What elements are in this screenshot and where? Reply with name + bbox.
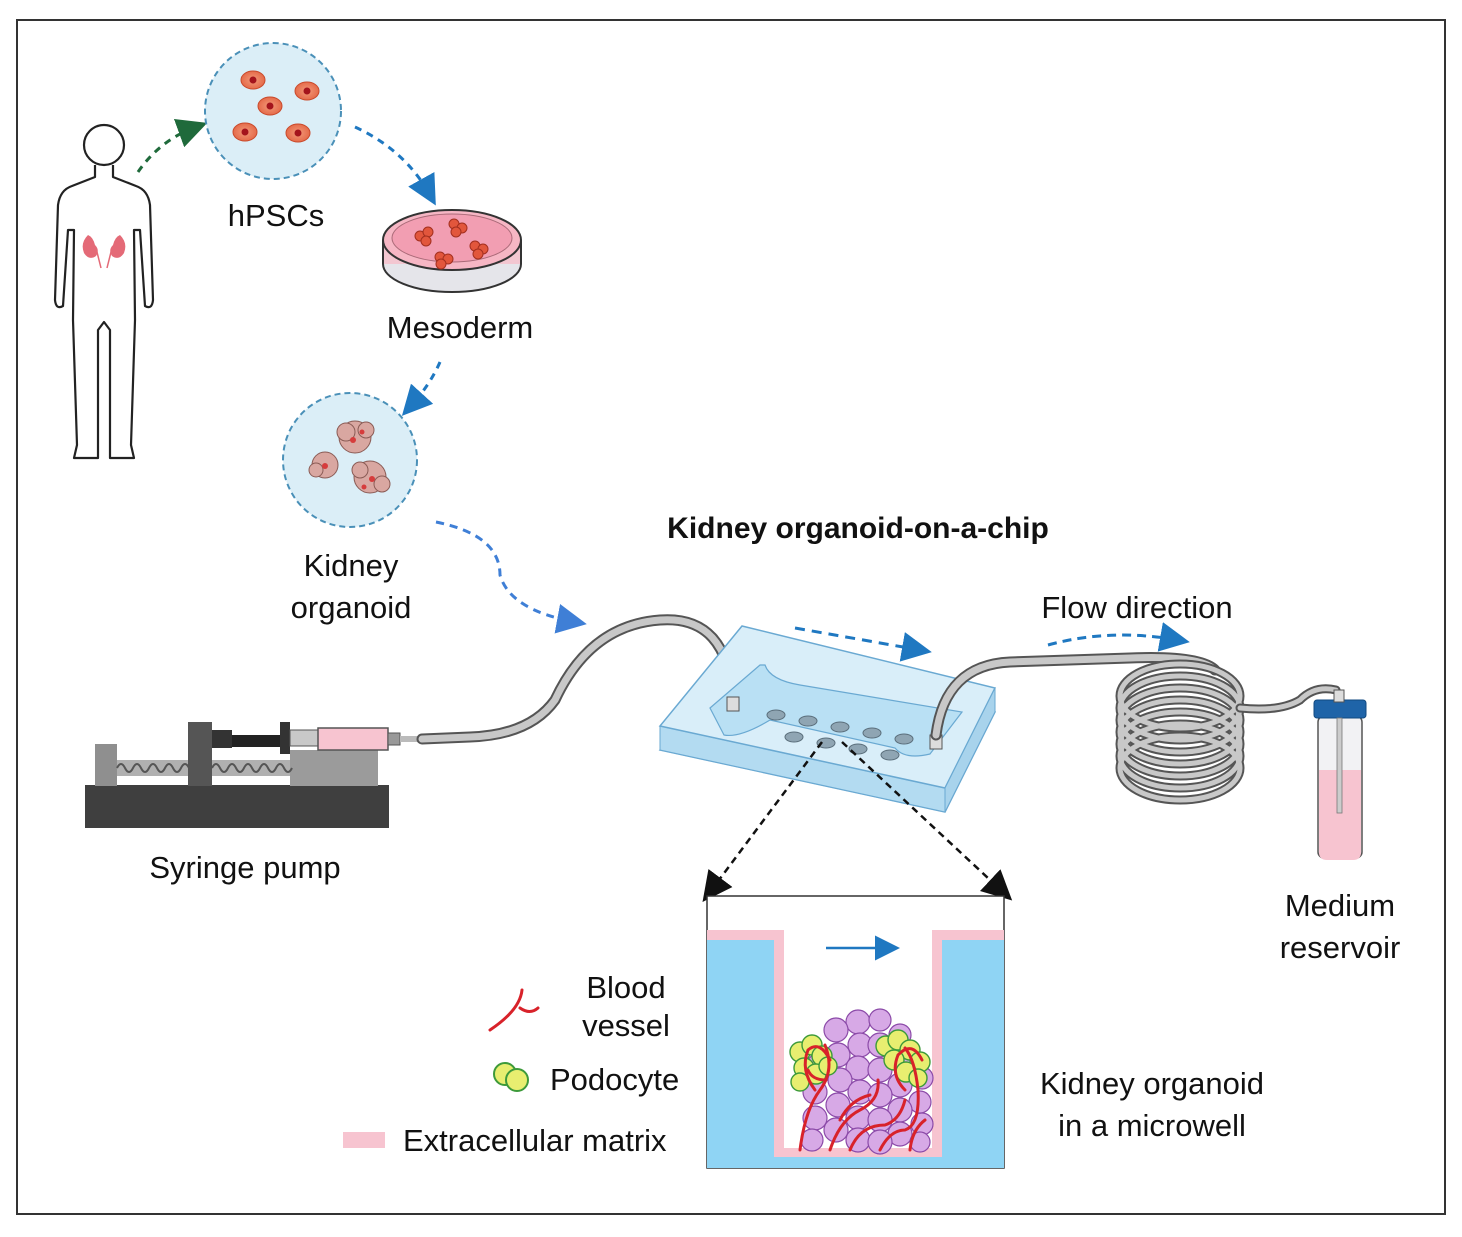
arrow-body-to-hpscs [136,119,208,173]
label-hpscs: hPSCs [228,198,324,233]
human-body-kidney-icon [53,123,155,460]
legend-podocyte-icon [493,1062,529,1092]
syringe-pump-icon [85,722,422,828]
legend-blood-vessel-line2: vessel [582,1008,670,1043]
label-microwell-line1: Kidney organoid [1040,1066,1264,1101]
zoom-arrow-left [702,741,824,903]
flow-arrow-chip [794,626,932,662]
tubing-reservoir [1237,686,1339,712]
label-chip-title: Kidney organoid-on-a-chip [667,512,1049,545]
label-medium-reservoir-line2: reservoir [1280,930,1401,965]
petri-dish-icon [382,209,522,293]
organoid-cell [868,1008,892,1032]
zoom-arrow-right [841,741,1013,901]
organoid-in-microwell [789,1008,934,1155]
legend-podocyte: Podocyte [550,1062,679,1097]
medium-reservoir-icon [1313,689,1367,860]
flow-direction-arrow [1047,622,1190,652]
microwell-cross-section [706,895,1005,1169]
organoid-cell [845,1009,871,1035]
arrow-hpscs-to-mesoderm [354,125,436,206]
hpscs-icon [204,42,342,180]
label-microwell-line2: in a microwell [1058,1108,1246,1143]
figure-frame [16,19,1446,1215]
organoid-cell [827,1067,853,1093]
label-flow-direction: Flow direction [1041,590,1232,625]
label-kidney-organoid-line2: organoid [291,590,412,625]
legend-blood-vessel-line1: Blood [586,970,665,1005]
label-medium-reservoir-line1: Medium [1285,888,1395,923]
kidney-organoid-icon [282,392,418,528]
tubing-inlet [418,616,737,743]
label-mesoderm: Mesoderm [387,310,533,345]
legend-ecm-icon [343,1132,385,1148]
organoid-cell [823,1017,849,1043]
label-kidney-organoid-line1: Kidney [304,548,399,583]
legend-blood-vessel-icon [488,988,540,1032]
label-syringe-pump: Syringe pump [149,850,340,885]
legend: Blood vessel Podocyte Extracellular matr… [343,970,679,1158]
arrow-organoid-to-chip [435,520,587,634]
tubing-coil-icon [1115,659,1245,805]
microfluidic-chip-icon [658,625,997,813]
legend-ecm: Extracellular matrix [403,1123,667,1158]
arrow-mesoderm-to-organoid [401,361,442,416]
organoid-cell [867,1129,893,1155]
